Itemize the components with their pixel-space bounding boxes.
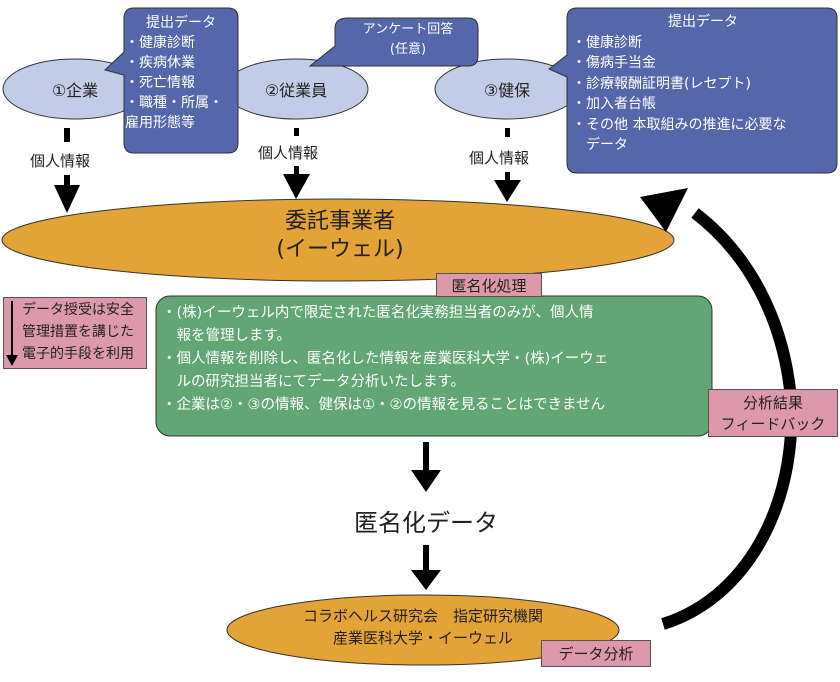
contractor-company: (イーウェル) xyxy=(276,237,404,262)
secure-transfer-line: 管理措置を講じた xyxy=(22,324,134,340)
policy-box: ・(株)イーウェル内で限定された匿名化実務担当者のみが、個人情 報を管理します。… xyxy=(162,302,710,417)
personal-info-label-insurer: 個人情報 xyxy=(467,147,532,168)
employee-callout: アンケート回答 (任意) xyxy=(340,20,476,60)
company-callout: 提出データ ・健康診断 ・疾病休業 ・死亡情報 ・職種・所属・ 雇用形態等 xyxy=(125,13,237,133)
insurer-callout: 提出データ ・健康診断 ・傷病手当金 ・診療報酬証明書(レセプト) ・加入者台帳… xyxy=(572,12,834,156)
arrow-anonymized-to-research xyxy=(411,545,441,590)
policy-box-shape xyxy=(155,295,713,437)
secure-transfer-line: データ授受は安全 xyxy=(22,302,134,318)
policy-line: ・個人情報を削除し、匿名化した情報を産業医科大学・(株)イーウェ xyxy=(162,351,609,367)
arrow-policy-to-anonymized xyxy=(411,442,441,492)
policy-line: 報を管理します。 xyxy=(162,328,292,344)
contractor-label: 委託事業者 (イーウェル) xyxy=(230,208,450,264)
employee-callout-line: アンケート回答 xyxy=(362,22,454,37)
contractor-name: 委託事業者 xyxy=(284,209,395,234)
arrow-insurer-to-contractor xyxy=(494,128,521,202)
arrow-company-to-contractor xyxy=(54,128,80,213)
insurer-callout-item: ・その他 本取組みの推進に必要な xyxy=(572,116,787,133)
party-insurer-label: ③健保 xyxy=(483,81,531,100)
insurer-callout-title: 提出データ xyxy=(668,14,738,30)
company-callout-item: ・職種・所属・ xyxy=(125,95,223,111)
data-analysis-label: データ分析 xyxy=(541,640,651,667)
policy-line: ・企業は②・③の情報、健保は①・②の情報を見ることはできません xyxy=(162,397,606,413)
personal-info-label-company: 個人情報 xyxy=(28,150,93,171)
research-ellipse xyxy=(226,594,620,666)
company-callout-item: ・疾病休業 xyxy=(125,55,195,71)
employee-callout-shape xyxy=(308,17,479,67)
company-callout-item: 雇用形態等 xyxy=(125,115,195,131)
party-employee-label: ②従業員 xyxy=(264,81,328,100)
company-callout-title: 提出データ xyxy=(146,15,216,31)
company-callout-item: ・死亡情報 xyxy=(125,75,195,91)
party-company-label: ①企業 xyxy=(51,81,99,100)
personal-info-label-employee: 個人情報 xyxy=(256,142,321,163)
secure-transfer-note: データ授受は安全 管理措置を講じた 電子的手段を利用 xyxy=(3,297,147,369)
insurer-callout-item: ・傷病手当金 xyxy=(572,55,656,71)
company-callout-item: ・健康診断 xyxy=(125,35,195,51)
insurer-callout-shape xyxy=(548,7,838,174)
research-label: コラボヘルス研究会 指定研究機関 産業医科大学・イーウェル xyxy=(250,605,596,649)
insurer-callout-item: データ xyxy=(572,137,628,153)
policy-line: ルの研究担当者にてデータ分析いたします。 xyxy=(162,374,466,390)
arrow-employee-to-contractor xyxy=(283,128,310,199)
contractor-ellipse xyxy=(1,198,675,282)
feedback-line: 分析結果 xyxy=(742,394,803,412)
anonymized-data-label: 匿名化データ xyxy=(354,508,498,537)
insurer-callout-item: ・診療報酬証明書(レセプト) xyxy=(572,75,751,92)
research-line1: コラボヘルス研究会 指定研究機関 xyxy=(302,607,543,625)
policy-line: ・(株)イーウェル内で限定された匿名化実務担当者のみが、個人情 xyxy=(162,305,594,321)
company-callout-shape xyxy=(104,7,239,154)
insurer-callout-item: ・健康診断 xyxy=(572,34,642,51)
secure-transfer-line: 電子的手段を利用 xyxy=(22,346,134,362)
research-line2: 産業医科大学・イーウェル xyxy=(332,629,513,647)
feedback-label: 分析結果 フィードバック xyxy=(708,389,838,437)
insurer-callout-item: ・加入者台帳 xyxy=(572,96,656,112)
feedback-arrow-head xyxy=(640,188,688,232)
anonymization-label: 匿名化処理 xyxy=(436,273,542,297)
feedback-line: フィードバック xyxy=(720,415,826,433)
down-arrow-icon xyxy=(6,301,18,366)
employee-callout-line: (任意) xyxy=(389,42,427,57)
